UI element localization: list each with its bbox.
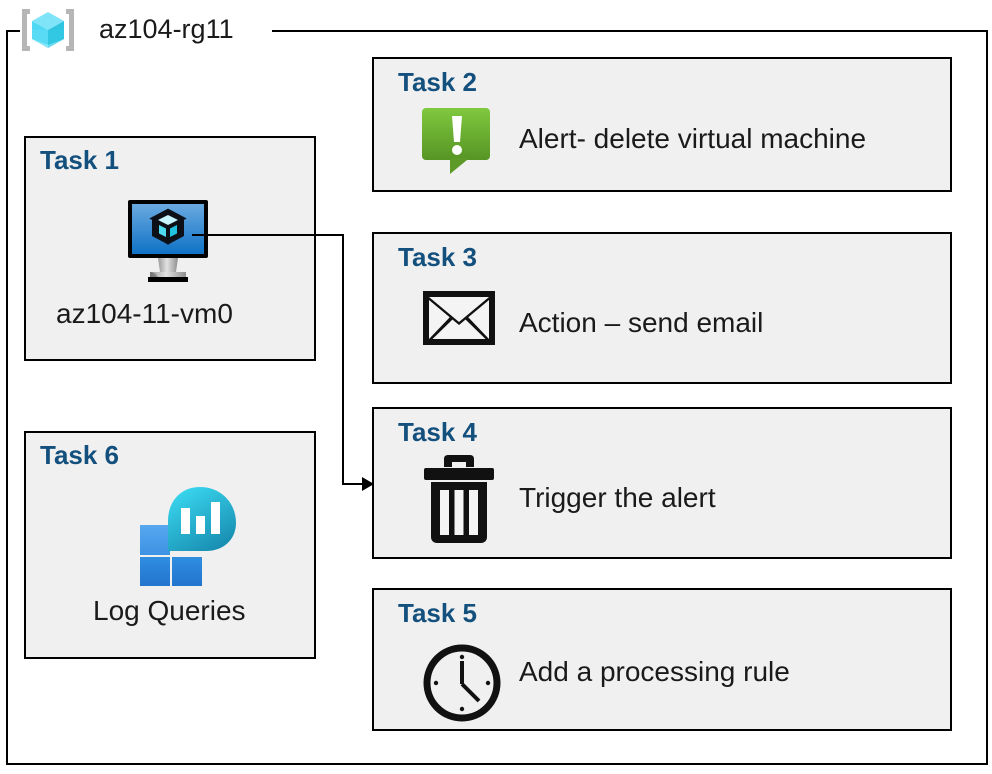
envelope-icon bbox=[421, 289, 497, 347]
task-4-title: Task 4 bbox=[398, 417, 478, 447]
log-analytics-icon bbox=[132, 481, 240, 587]
arrowhead-right-icon bbox=[362, 477, 374, 491]
task-4-card[interactable]: Task 4 Trigger the alert bbox=[372, 407, 952, 559]
task-5-title: Task 5 bbox=[398, 598, 478, 628]
task-6-label: Log Queries bbox=[93, 595, 246, 626]
task-3-title: Task 3 bbox=[398, 242, 478, 272]
alert-callout-icon bbox=[420, 106, 494, 178]
task-3-label: Action – send email bbox=[519, 307, 764, 338]
resource-group-border-top-right-segment bbox=[272, 30, 988, 32]
resource-group-border-bottom bbox=[6, 763, 988, 765]
resource-group-border-right bbox=[986, 30, 988, 765]
task-1-title: Task 1 bbox=[40, 145, 120, 175]
task-2-card[interactable]: Task 2 Alert- delete virtual machine bbox=[372, 57, 952, 192]
trash-can-icon bbox=[424, 453, 494, 545]
task-6-title: Task 6 bbox=[40, 440, 120, 470]
task-5-card[interactable]: Task 5 Add a processing rule bbox=[372, 588, 952, 731]
task-1-card[interactable]: Task 1 bbox=[24, 136, 316, 361]
task-2-label: Alert- delete virtual machine bbox=[519, 123, 867, 154]
virtual-machine-icon bbox=[126, 198, 218, 284]
task-5-label: Add a processing rule bbox=[519, 656, 790, 687]
task-2-title: Task 2 bbox=[398, 67, 478, 97]
clock-icon bbox=[422, 644, 502, 722]
task-3-card[interactable]: Task 3 Action – send email bbox=[372, 232, 952, 384]
task-1-label: az104-11-vm0 bbox=[56, 298, 233, 329]
task-6-card[interactable]: Task 6 bbox=[24, 431, 316, 659]
connector-segment-horizontal-top bbox=[192, 234, 344, 236]
resource-group-border-left bbox=[6, 30, 8, 765]
task-4-label: Trigger the alert bbox=[519, 482, 716, 513]
resource-group-name: az104-rg11 bbox=[99, 14, 234, 44]
connector-segment-vertical bbox=[342, 234, 344, 485]
azure-resource-group-cube-icon bbox=[18, 7, 78, 53]
resource-group-border-top-left-segment bbox=[6, 30, 20, 32]
connector-segment-horizontal-bottom bbox=[342, 483, 366, 485]
